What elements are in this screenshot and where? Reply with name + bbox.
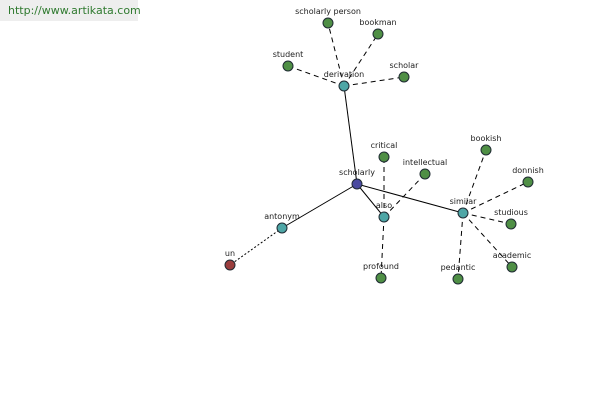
edge-similar-bookish bbox=[462, 149, 487, 214]
node-marker-profound[interactable] bbox=[375, 272, 387, 284]
node-marker-un[interactable] bbox=[224, 259, 236, 271]
node-scholarly[interactable]: scholarly bbox=[339, 168, 375, 190]
node-marker-derivation[interactable] bbox=[338, 80, 350, 92]
node-label-donnish: donnish bbox=[512, 166, 544, 175]
node-bookish[interactable]: bookish bbox=[471, 134, 502, 156]
node-pedantic[interactable]: pedantic bbox=[441, 263, 476, 285]
node-marker-similar[interactable] bbox=[457, 207, 469, 219]
edges-layer bbox=[229, 22, 529, 280]
edge-similar-pedantic bbox=[457, 212, 464, 280]
edge-antonym-un bbox=[229, 227, 283, 266]
edge-also-profound bbox=[380, 216, 385, 279]
node-critical[interactable]: critical bbox=[371, 141, 398, 163]
node-donnish[interactable]: donnish bbox=[512, 166, 544, 188]
node-marker-donnish[interactable] bbox=[522, 176, 534, 188]
node-marker-bookman[interactable] bbox=[372, 28, 384, 40]
node-label-scholarly: scholarly bbox=[339, 168, 375, 177]
edge-similar-donnish bbox=[462, 181, 529, 214]
node-marker-scholarly[interactable] bbox=[351, 178, 363, 190]
node-marker-antonym[interactable] bbox=[276, 222, 288, 234]
node-label-bookish: bookish bbox=[471, 134, 502, 143]
edge-scholarly-derivation bbox=[343, 85, 358, 185]
url-banner: http://www.artikata.com bbox=[0, 0, 141, 21]
node-label-academic: academic bbox=[493, 251, 532, 260]
node-label-antonym: antonym bbox=[264, 212, 300, 221]
node-label-studious: studious bbox=[494, 208, 528, 217]
node-marker-student[interactable] bbox=[282, 60, 294, 72]
node-marker-scholarly-person[interactable] bbox=[322, 17, 334, 29]
edge-derivation-scholarly_person bbox=[327, 22, 345, 87]
node-label-similar: similar bbox=[450, 197, 478, 206]
node-label-bookman: bookman bbox=[359, 18, 396, 27]
node-label-scholar: scholar bbox=[390, 61, 420, 70]
node-marker-studious[interactable] bbox=[505, 218, 517, 230]
edge-similar-academic bbox=[462, 212, 513, 268]
node-marker-bookish[interactable] bbox=[480, 144, 492, 156]
node-academic[interactable]: academic bbox=[493, 251, 532, 273]
node-bookman[interactable]: bookman bbox=[359, 18, 397, 40]
node-marker-pedantic[interactable] bbox=[452, 273, 464, 285]
node-profound[interactable]: profound bbox=[363, 262, 399, 284]
node-label-critical: critical bbox=[371, 141, 398, 150]
node-scholar[interactable]: scholar bbox=[390, 61, 420, 83]
node-label-profound: profound bbox=[363, 262, 399, 271]
node-un[interactable]: un bbox=[224, 249, 236, 271]
node-student[interactable]: student bbox=[273, 50, 304, 72]
edge-derivation-scholar bbox=[343, 76, 405, 87]
node-antonym[interactable]: antonym bbox=[264, 212, 300, 234]
node-label-student: student bbox=[273, 50, 304, 59]
edge-scholarly-similar bbox=[356, 183, 464, 214]
edge-scholarly-antonym bbox=[281, 183, 358, 229]
node-marker-academic[interactable] bbox=[506, 261, 518, 273]
node-derivation[interactable]: derivation bbox=[324, 70, 364, 92]
node-studious[interactable]: studious bbox=[494, 208, 528, 230]
edge-derivation-student bbox=[287, 65, 345, 87]
node-label-pedantic: pedantic bbox=[441, 263, 476, 272]
node-scholarly-person[interactable]: scholarly person bbox=[295, 7, 361, 29]
node-label-also: also bbox=[376, 201, 392, 210]
node-label-intellectual: intellectual bbox=[403, 158, 447, 167]
edge-derivation-bookman bbox=[343, 33, 379, 87]
edge-scholarly-also bbox=[356, 183, 385, 218]
node-label-scholarly-person: scholarly person bbox=[295, 7, 361, 16]
node-marker-critical[interactable] bbox=[378, 151, 390, 163]
edge-also-intellectual bbox=[383, 173, 426, 218]
node-intellectual[interactable]: intellectual bbox=[403, 158, 447, 180]
node-marker-intellectual[interactable] bbox=[419, 168, 431, 180]
node-also[interactable]: also bbox=[376, 201, 392, 223]
node-label-un: un bbox=[225, 249, 235, 258]
node-label-derivation: derivation bbox=[324, 70, 364, 79]
node-marker-scholar[interactable] bbox=[398, 71, 410, 83]
node-marker-also[interactable] bbox=[378, 211, 390, 223]
node-similar[interactable]: similar bbox=[450, 197, 478, 219]
nodes-layer: scholarly derivation also similar antonym sch… bbox=[224, 7, 544, 285]
site-url-link[interactable]: http://www.artikata.com bbox=[8, 4, 141, 17]
